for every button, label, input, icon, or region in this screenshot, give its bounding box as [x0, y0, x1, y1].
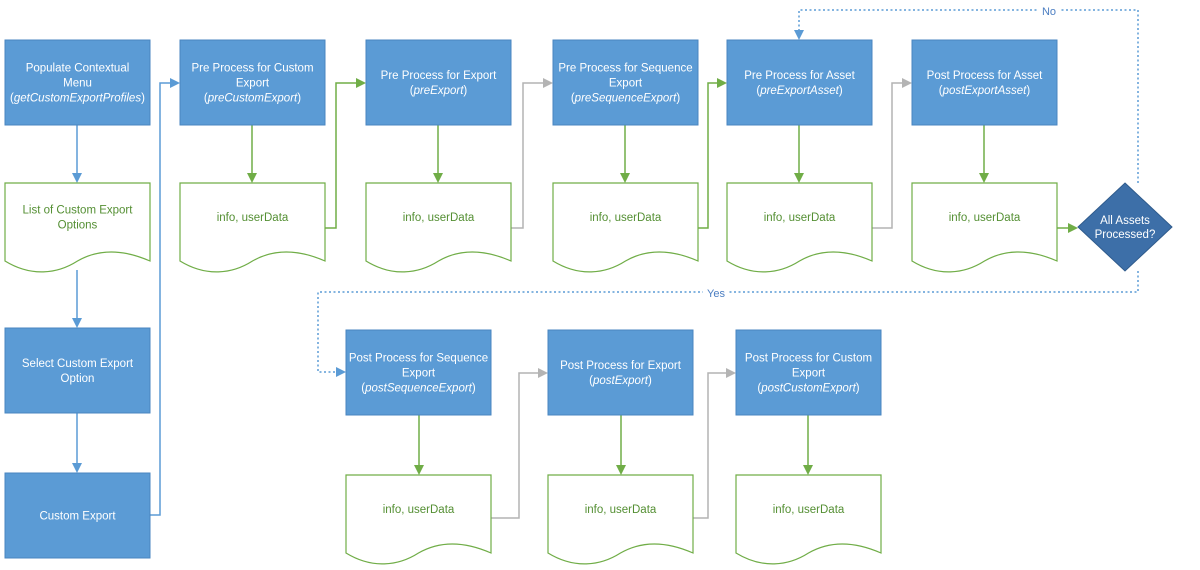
pre-asset-document: info, userData	[726, 182, 873, 273]
post-export-data-to-post-custom	[693, 368, 736, 519]
process-label: Pre Process for Export(preExport)	[381, 70, 497, 97]
function-name: postExport	[592, 375, 649, 387]
document-label: info, userData	[949, 212, 1021, 224]
function-name: postCustomExport	[760, 383, 856, 395]
custom-export-process-box: Custom Export	[4, 472, 151, 559]
post-export-process-box: Post Process for Export(postExport)	[547, 329, 694, 416]
process-label: Pre Process for Asset(preExportAsset)	[744, 70, 855, 97]
function-name: preExportAsset	[759, 85, 839, 97]
post-custom-document: info, userData	[735, 474, 882, 565]
document-label: info, userData	[217, 212, 289, 224]
function-name: preExport	[413, 85, 465, 97]
document-label: info, userData	[403, 212, 475, 224]
pre-export-process-box: Pre Process for Export(preExport)	[365, 39, 512, 126]
custom-export-to-pre-custom-arrow	[150, 78, 180, 516]
process-label: Post Process for Export(postExport)	[560, 360, 682, 387]
pre-export-data-to-pre-seq	[511, 78, 553, 229]
post-export-document: info, userData	[547, 474, 694, 565]
function-name: postExportAsset	[942, 85, 1028, 97]
pre-custom-data-to-pre-export	[325, 78, 366, 229]
function-name: preCustomExport	[207, 93, 298, 105]
document-label: info, userData	[585, 504, 657, 516]
document-label: info, userData	[383, 504, 455, 516]
yes-arrow	[317, 271, 1139, 377]
document-label: info, userData	[773, 504, 845, 516]
pre-asset-data-to-post-asset	[872, 78, 912, 229]
pre-seq-data-to-pre-asset	[698, 78, 727, 229]
no-loop-arrow	[794, 9, 1139, 183]
yes-edge-label: Yes	[707, 288, 725, 300]
no-edge-label: No	[1042, 6, 1056, 18]
post-asset-process-box: Post Process for Asset(postExportAsset)	[911, 39, 1058, 126]
document-label: info, userData	[764, 212, 836, 224]
pre-seq-document: info, userData	[552, 182, 699, 273]
pre-asset-process-box: Pre Process for Asset(preExportAsset)	[726, 39, 873, 126]
function-name: getCustomExportProfiles	[14, 93, 141, 105]
pre-custom-document: info, userData	[179, 182, 326, 273]
document-label: info, userData	[590, 212, 662, 224]
post-seq-document: info, userData	[345, 474, 492, 565]
function-name: postSequenceExport	[364, 383, 473, 395]
post-asset-document: info, userData	[911, 182, 1058, 273]
function-name: preSequenceExport	[574, 93, 677, 105]
process-label: Post Process for Asset(postExportAsset)	[927, 70, 1043, 97]
post-seq-data-to-post-export	[491, 368, 548, 519]
process-label: Custom Export	[39, 511, 116, 523]
pre-export-document: info, userData	[365, 182, 512, 273]
